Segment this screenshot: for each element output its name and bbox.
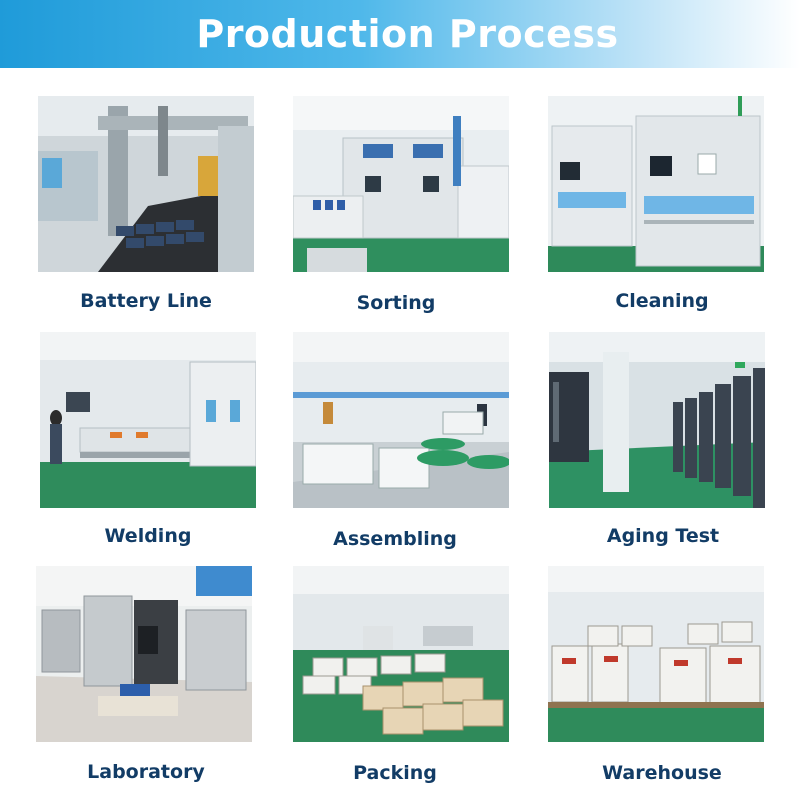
page-title: Production Process (196, 12, 619, 56)
sorting-label: Sorting (356, 292, 436, 314)
battery-line-label: Battery Line (80, 290, 212, 312)
warehouse-photo (548, 566, 764, 742)
cleaning-label: Cleaning (615, 290, 709, 312)
packing-photo (293, 566, 509, 742)
cleaning-photo (548, 96, 764, 272)
packing-label: Packing (353, 762, 437, 784)
assembling-photo (293, 332, 509, 508)
welding-photo (40, 332, 256, 508)
aging-test-photo (549, 332, 765, 508)
assembling-label: Assembling (333, 528, 457, 550)
sorting-photo (293, 96, 509, 272)
laboratory-photo (36, 566, 252, 742)
laboratory-label: Laboratory (87, 761, 205, 783)
battery-line-photo (38, 96, 254, 272)
aging-test-label: Aging Test (606, 525, 720, 547)
welding-label: Welding (104, 525, 192, 547)
header-banner: Production Process (0, 0, 800, 68)
warehouse-label: Warehouse (602, 762, 722, 784)
